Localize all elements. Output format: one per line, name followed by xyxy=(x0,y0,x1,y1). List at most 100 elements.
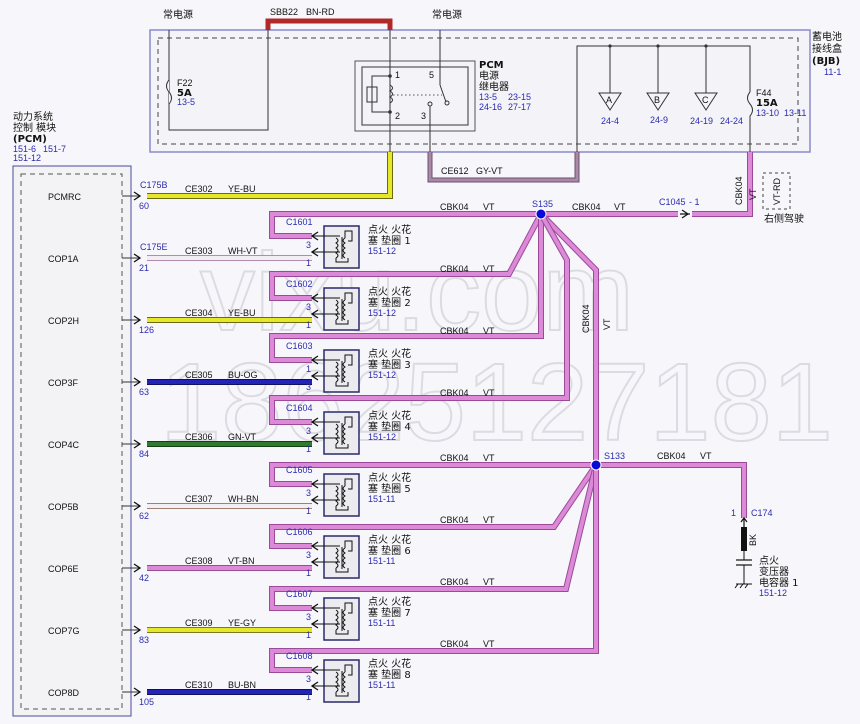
pin-arrow-icon xyxy=(133,501,142,511)
pcm-pin-number: 63 xyxy=(139,387,149,397)
ce612-circuit: CE612 xyxy=(441,166,469,176)
wire-circuit: CE305 xyxy=(185,370,213,380)
coil-label-1: 点火 火花 xyxy=(368,657,411,670)
triangle-a-icon xyxy=(598,92,622,111)
ground-icon xyxy=(734,583,752,589)
feed-circuit-vertical: CBK04 xyxy=(581,304,591,333)
pcm-pin-name: COP8D xyxy=(48,688,80,698)
coil-transformer-icon xyxy=(335,299,339,321)
feed-color-b: VT xyxy=(614,202,626,212)
coil-pin-top: 3 xyxy=(306,612,311,622)
coil-pin-bottom: 1 xyxy=(306,258,311,268)
rhd-option-color: VT-RD xyxy=(772,177,782,205)
feed-circuit-a: CBK04 xyxy=(440,202,469,212)
pcm-pin-number: 105 xyxy=(139,697,154,707)
wire-color: GN-VT xyxy=(228,432,257,442)
feed-color-a: VT xyxy=(483,202,495,212)
c174-connector-icon xyxy=(740,517,748,528)
coil-pin-bottom: 1 xyxy=(306,568,311,578)
ground-c-ref: 24-19 xyxy=(690,116,713,126)
coil-transformer-icon xyxy=(335,671,339,693)
coil-ref: 151-12 xyxy=(368,432,396,442)
branch-circuit-4: CBK04 xyxy=(440,388,469,398)
wire-coil-6-edge xyxy=(269,463,599,549)
coil-pin-top: 1 xyxy=(306,364,311,374)
bjb-outline xyxy=(149,29,811,153)
ground-a-label: A xyxy=(606,95,612,105)
f44-rating: 15A xyxy=(756,98,778,109)
coil-connector: C1604 xyxy=(286,403,313,413)
coil-transformer-icon xyxy=(335,237,339,259)
coil-pin-bottom: 1 xyxy=(306,506,311,516)
wire-color: YE-BU xyxy=(228,184,256,194)
ground-b-label: B xyxy=(654,95,660,105)
coil-connector: C1607 xyxy=(286,589,313,599)
wire-coil-8-edge xyxy=(269,465,599,673)
feed-circuit-s133: CBK04 xyxy=(657,451,686,461)
branch-color-3: VT xyxy=(483,326,495,336)
f22-ref: 13-5 xyxy=(177,97,195,107)
relay-outer xyxy=(354,60,476,132)
wire-color: BU-BN xyxy=(228,680,256,690)
bjb-dashed-boundary xyxy=(157,37,799,145)
ce612-color: GY-VT xyxy=(476,166,503,176)
coil-transformer-icon xyxy=(335,609,339,631)
splice-s135-label: S135 xyxy=(532,199,553,209)
pcm-pin-name: PCMRC xyxy=(48,192,81,202)
coil-connector: C1606 xyxy=(286,527,313,537)
pin-arrow-icon xyxy=(133,377,142,387)
pcm-pin-name: COP3F xyxy=(48,378,79,388)
fuse-f44-icon xyxy=(747,91,753,152)
wire-s133-capacitor xyxy=(596,463,746,518)
coil-label-1: 点火 火花 xyxy=(368,223,411,236)
pcm-outline xyxy=(12,165,132,717)
wire-ce302 xyxy=(147,152,392,198)
splice-s133 xyxy=(590,459,602,471)
wire-s133-capacitor-edge xyxy=(596,462,747,518)
wire-s135-s133 xyxy=(539,212,598,465)
bjb-title-1: 蓄电池 xyxy=(812,30,842,43)
coil-connector: C1601 xyxy=(286,217,313,227)
branch-circuit-5: CBK04 xyxy=(440,453,469,463)
pcm-relay: 1 2 3 5 PCM 电源 继电器 13-5 23-15 24-16 27-1… xyxy=(354,30,531,195)
ground-a: A 24-4 xyxy=(598,44,622,126)
wire-coil-1 xyxy=(270,212,541,238)
coil-label-1: 点火 火花 xyxy=(368,595,411,608)
pcm-pin-name: COP1A xyxy=(48,254,79,264)
wire-ce302-edge xyxy=(147,152,393,199)
pin-arrow-icon xyxy=(133,191,142,201)
bjb-title-3: (BJB) xyxy=(812,56,840,67)
branch-color-7: VT xyxy=(483,577,495,587)
coil-label-1: 点火 火花 xyxy=(368,533,411,546)
wire-circuit: CE302 xyxy=(185,184,213,194)
coil-transformer-icon xyxy=(335,485,339,507)
f44-ref2: 13-11 xyxy=(784,108,806,118)
feed-color-vertical: VT xyxy=(602,318,612,330)
relay-switch-icon xyxy=(439,84,447,103)
battery-junction-box: 蓄电池 接线盒 (BJB) 11-1 F22 5A 13-5 A 24-4 B … xyxy=(149,29,842,160)
capacitor-connector: C174 xyxy=(751,508,773,518)
coil-label-1: 点火 火花 xyxy=(368,285,411,298)
pcm-pin-number: 126 xyxy=(139,325,154,335)
branch-circuit-6: CBK04 xyxy=(440,515,469,525)
wire-bk xyxy=(741,527,747,551)
branch-color-6: VT xyxy=(483,515,495,525)
wire-coil-5 xyxy=(270,463,596,486)
wire-coil-7 xyxy=(270,464,598,610)
wire-coil-5-edge xyxy=(269,462,596,487)
wire-circuit: CE309 xyxy=(185,618,213,628)
pcm-module: 动力系统 控制 模块 (PCM) 151-6 151-7 151-12 xyxy=(12,110,132,717)
wire-circuit: CE306 xyxy=(185,432,213,442)
coil-connector: C1605 xyxy=(286,465,313,475)
f22-rating: 5A xyxy=(177,88,192,99)
wire-ce612 xyxy=(428,152,579,182)
splice-s135 xyxy=(535,208,547,220)
